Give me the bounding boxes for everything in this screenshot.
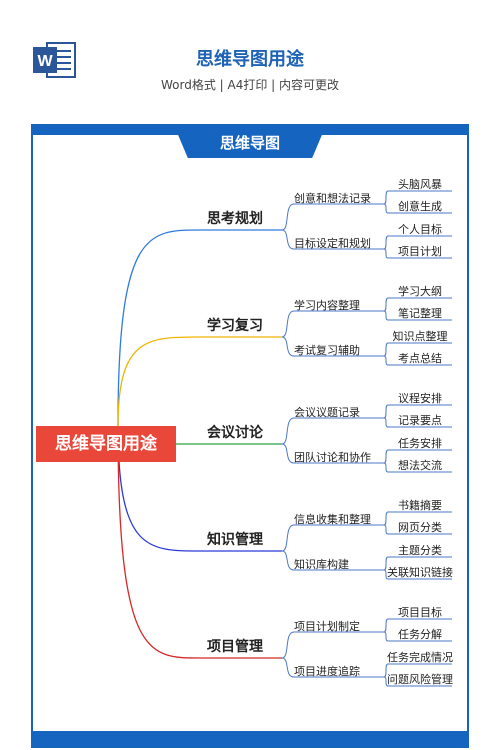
- leaf-label: 问题风险管理: [387, 673, 453, 686]
- leaf-label: 任务安排: [398, 437, 442, 450]
- leaf-connector: [383, 556, 389, 571]
- sub-connector: [281, 336, 295, 357]
- sub-topic-label: 项目进度追踪: [294, 665, 360, 678]
- leaf-label: 想法交流: [398, 459, 442, 472]
- branch-label: 会议讨论: [207, 425, 263, 441]
- sub-topic-label: 会议议题记录: [294, 406, 360, 419]
- leaf-connector: [383, 663, 389, 678]
- sub-connector: [281, 550, 295, 571]
- leaf-connector: [383, 676, 389, 687]
- branch-label: 学习复习: [207, 318, 263, 334]
- leaf-connector: [383, 449, 389, 464]
- leaf-label: 项目目标: [398, 606, 442, 619]
- sub-connector: [281, 229, 295, 250]
- leaf-connector: [383, 404, 389, 419]
- leaf-connector: [383, 248, 389, 259]
- leaf-label: 学习大纲: [398, 285, 442, 298]
- card-top-bar: [31, 124, 469, 135]
- leaf-label: 主题分类: [398, 544, 442, 557]
- sub-connector: [281, 417, 295, 445]
- branch-connector: [117, 425, 201, 552]
- sub-topic-label: 知识库构建: [294, 558, 349, 571]
- sub-connector: [281, 631, 295, 659]
- sub-topic-label: 团队讨论和协作: [294, 451, 371, 464]
- branch-label: 项目管理: [207, 639, 263, 655]
- branch-connector: [117, 336, 201, 427]
- leaf-connector: [383, 355, 389, 366]
- leaf-label: 考点总结: [398, 352, 442, 365]
- leaf-connector: [383, 417, 389, 428]
- leaf-label: 任务完成情况: [387, 651, 453, 664]
- leaf-label: 头脑风暴: [398, 178, 442, 191]
- leaf-connector: [383, 235, 389, 250]
- leaf-connector: [383, 524, 389, 535]
- leaf-label: 个人目标: [398, 223, 442, 236]
- leaf-connector: [383, 297, 389, 312]
- branch-connector: [117, 425, 201, 659]
- mindmap-root: 思维导图用途: [36, 426, 176, 462]
- leaf-label: 笔记整理: [398, 307, 442, 320]
- leaf-label: 项目计划: [398, 245, 442, 258]
- leaf-label: 网页分类: [398, 521, 442, 534]
- leaf-connector: [383, 569, 389, 580]
- leaf-connector: [383, 342, 389, 357]
- leaf-connector: [383, 631, 389, 642]
- sub-connector: [281, 524, 295, 552]
- sub-connector: [281, 310, 295, 338]
- leaf-label: 议程安排: [398, 392, 442, 405]
- card-tab: 思维导图: [176, 130, 324, 158]
- leaf-connector: [383, 511, 389, 526]
- word-doc-icon: W: [33, 42, 76, 78]
- leaf-connector: [383, 618, 389, 633]
- branch-label: 思考规划: [207, 211, 263, 227]
- sub-topic-label: 考试复习辅助: [294, 344, 360, 357]
- leaf-label: 记录要点: [398, 414, 442, 427]
- page-subtitle: Word格式 | A4打印 | 内容可更改: [160, 78, 340, 92]
- leaf-label: 关联知识链接: [387, 566, 453, 579]
- branch-label: 知识管理: [207, 532, 263, 548]
- leaf-connector: [383, 203, 389, 214]
- sub-topic-label: 创意和想法记录: [294, 192, 371, 205]
- branch-connector: [117, 229, 201, 427]
- leaf-connector: [383, 462, 389, 473]
- sub-topic-label: 信息收集和整理: [294, 513, 371, 526]
- leaf-label: 任务分解: [398, 628, 442, 641]
- sub-connector: [281, 443, 295, 464]
- sub-topic-label: 项目计划制定: [294, 620, 360, 633]
- sub-topic-label: 目标设定和规划: [294, 237, 371, 250]
- leaf-label: 知识点整理: [392, 330, 448, 343]
- leaf-connector: [383, 310, 389, 321]
- sub-connector: [281, 657, 295, 678]
- leaf-label: 书籍摘要: [398, 499, 442, 512]
- word-icon-letter: W: [37, 53, 53, 70]
- leaf-label: 创意生成: [398, 200, 442, 213]
- sub-connector: [281, 203, 295, 231]
- leaf-connector: [383, 190, 389, 205]
- sub-topic-label: 学习内容整理: [294, 299, 360, 312]
- card-bottom-bar: [31, 731, 469, 748]
- page-title: 思维导图用途: [196, 49, 304, 70]
